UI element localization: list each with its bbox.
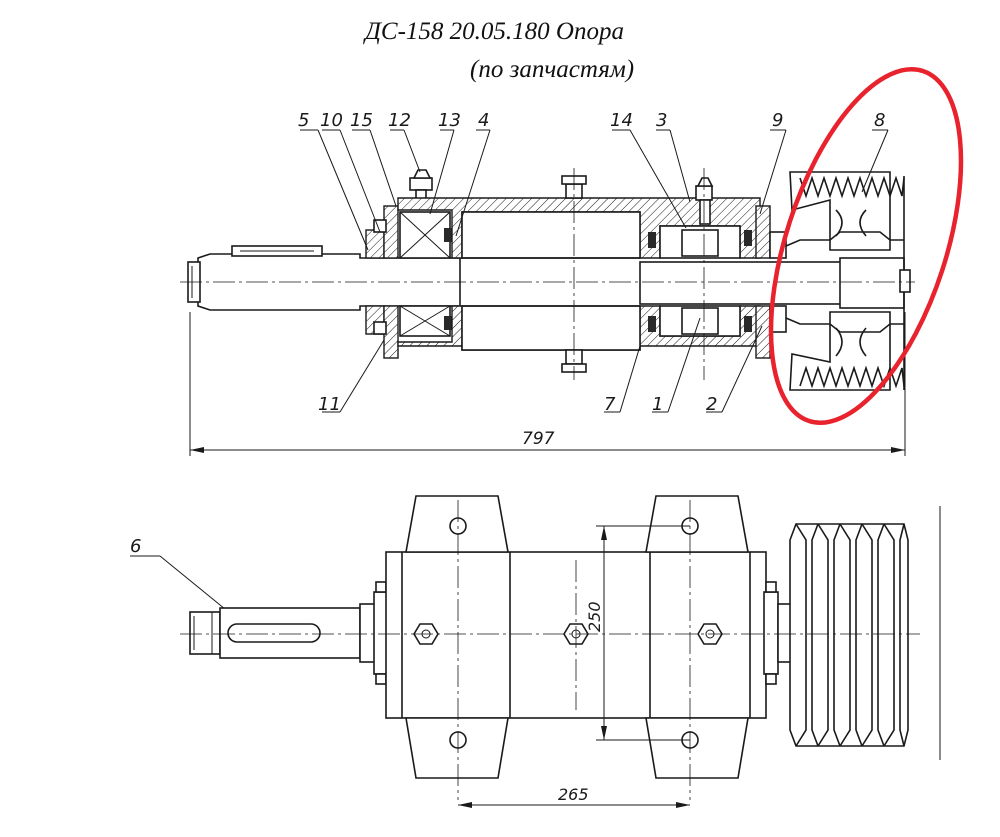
external-view bbox=[180, 495, 941, 800]
right-bearing bbox=[648, 225, 752, 337]
callout-11: 11 bbox=[318, 394, 341, 415]
drawing-subtitle: (по запчастям) bbox=[470, 56, 635, 83]
dimension-overall: 797 bbox=[189, 312, 906, 456]
housing bbox=[397, 175, 761, 373]
callout-numbers: 5 10 15 12 13 4 14 3 9 8 11 7 1 2 6 bbox=[130, 110, 885, 557]
dimension-265-group: 265 bbox=[458, 785, 690, 808]
callout-10: 10 bbox=[320, 110, 343, 131]
section-view bbox=[180, 168, 915, 391]
left-bearing bbox=[399, 211, 452, 337]
drawing-title: ДС-158 20.05.180 Опора bbox=[365, 18, 624, 45]
pulley-section bbox=[785, 171, 911, 391]
callout-7: 7 bbox=[604, 394, 616, 415]
callout-9: 9 bbox=[772, 110, 783, 131]
callout-12: 12 bbox=[388, 110, 411, 131]
dimension-250-group: 250 bbox=[585, 525, 690, 741]
dimension-797: 797 bbox=[522, 429, 555, 449]
dimension-250: 250 bbox=[585, 601, 604, 632]
callout-2: 2 bbox=[706, 394, 717, 415]
callout-6: 6 bbox=[130, 536, 141, 557]
callout-15: 15 bbox=[350, 110, 373, 131]
callout-leaders bbox=[130, 129, 889, 619]
callout-5: 5 bbox=[298, 110, 309, 131]
right-cap bbox=[755, 205, 787, 359]
callout-14: 14 bbox=[610, 110, 633, 131]
dimension-265: 265 bbox=[558, 785, 589, 804]
pulley-external bbox=[789, 523, 909, 747]
highlight-ellipse bbox=[768, 67, 964, 425]
callout-1: 1 bbox=[652, 394, 663, 415]
callout-13: 13 bbox=[438, 110, 461, 131]
callout-4: 4 bbox=[478, 110, 489, 131]
callout-3: 3 bbox=[656, 110, 667, 131]
callout-8: 8 bbox=[874, 110, 885, 131]
